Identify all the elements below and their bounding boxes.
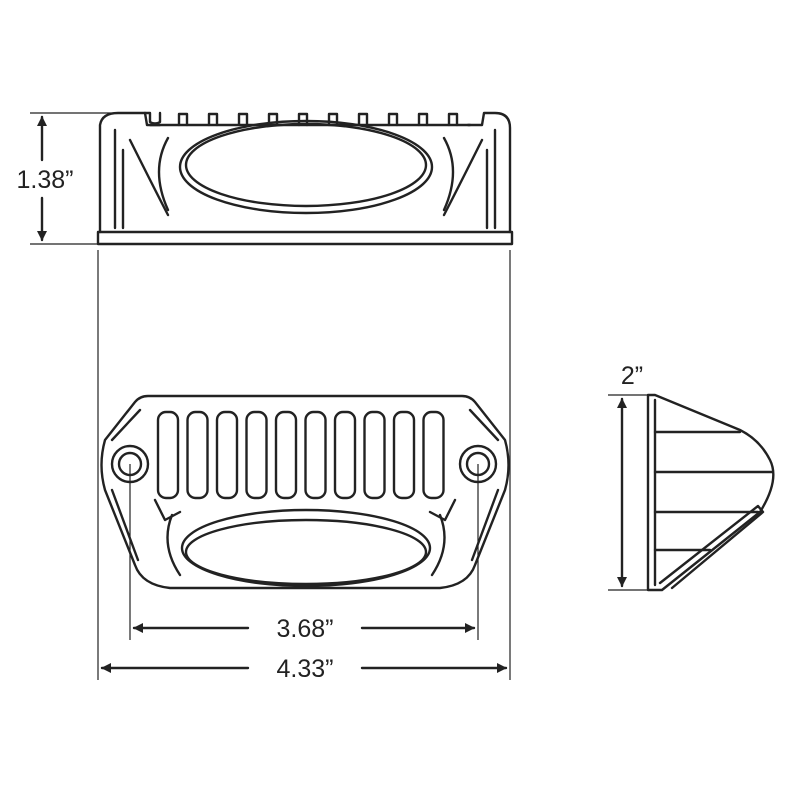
grille-slot bbox=[363, 410, 386, 500]
grille-slot bbox=[245, 410, 268, 500]
top-fin bbox=[327, 112, 339, 127]
top-fin bbox=[417, 112, 429, 127]
dimension-lines bbox=[30, 112, 648, 680]
side-view bbox=[646, 393, 775, 592]
grille-slot bbox=[392, 410, 416, 500]
depth-dimension-label: 2” bbox=[621, 362, 643, 390]
top-fin bbox=[237, 112, 249, 127]
grille-slot bbox=[333, 410, 357, 500]
top-fin bbox=[177, 112, 189, 127]
top-view bbox=[96, 111, 514, 246]
grille-slot bbox=[304, 410, 327, 500]
grille-slot bbox=[156, 410, 180, 500]
mount-spacing-dimension-label: 3.68” bbox=[277, 615, 334, 643]
top-fin bbox=[297, 112, 309, 127]
grille-slot bbox=[186, 410, 209, 500]
top-fin bbox=[207, 112, 219, 127]
grille-slot bbox=[422, 410, 445, 500]
width-dimension-label: 4.33” bbox=[277, 655, 334, 683]
grille-slot bbox=[274, 410, 298, 500]
front-view bbox=[100, 394, 510, 590]
grille-slot bbox=[215, 410, 239, 500]
top-fin bbox=[357, 112, 369, 127]
top-fin bbox=[387, 112, 399, 127]
height-dimension-label: 1.38” bbox=[17, 166, 74, 194]
top-fin bbox=[447, 112, 459, 127]
top-fin bbox=[267, 112, 279, 127]
